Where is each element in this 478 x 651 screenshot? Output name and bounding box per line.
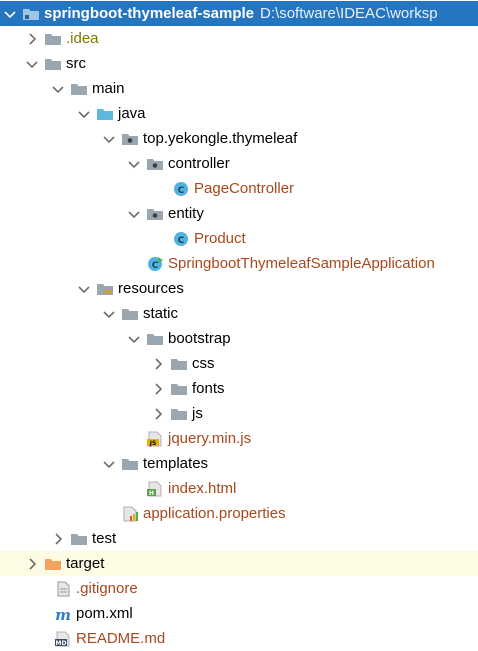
folder-icon: [146, 331, 164, 347]
tree-row-page-controller[interactable]: PageController: [0, 176, 478, 201]
chevron-right-icon[interactable]: [150, 406, 166, 422]
resources-folder-icon: [96, 281, 114, 297]
chevron-right-icon[interactable]: [50, 531, 66, 547]
properties-file-icon: [121, 506, 139, 522]
tree-row-product[interactable]: Product: [0, 226, 478, 251]
tree-row-js[interactable]: js: [0, 401, 478, 426]
tree-label: jquery.min.js: [168, 430, 252, 447]
chevron-down-icon[interactable]: [101, 131, 117, 147]
tree-label: target: [66, 555, 105, 572]
tree-row-src[interactable]: src: [0, 51, 478, 76]
chevron-down-icon[interactable]: [101, 306, 117, 322]
tree-label: .gitignore: [76, 580, 138, 597]
chevron-down-icon[interactable]: [50, 81, 66, 97]
tree-label: top.yekongle.thymeleaf: [143, 130, 298, 147]
js-file-icon: [146, 431, 164, 447]
package-icon: [121, 131, 139, 147]
tree-row-resources[interactable]: resources: [0, 276, 478, 301]
folder-icon: [121, 456, 139, 472]
tree-label: src: [66, 55, 86, 72]
maven-icon: [54, 606, 72, 622]
tree-label: SpringbootThymeleafSampleApplication: [168, 255, 435, 272]
tree-row-entity[interactable]: entity: [0, 201, 478, 226]
java-class-icon: [172, 181, 190, 197]
tree-label: README.md: [76, 630, 166, 647]
folder-icon: [70, 531, 88, 547]
tree-row-css[interactable]: css: [0, 351, 478, 376]
tree-row-java[interactable]: java: [0, 101, 478, 126]
tree-row-package[interactable]: top.yekongle.thymeleaf: [0, 126, 478, 151]
source-folder-icon: [96, 106, 114, 122]
java-class-icon: [172, 231, 190, 247]
chevron-right-icon[interactable]: [24, 31, 40, 47]
tree-label: .idea: [66, 30, 99, 47]
project-folder-icon: [22, 6, 40, 22]
tree-row-jquery[interactable]: jquery.min.js: [0, 426, 478, 451]
tree-row-index-html[interactable]: index.html: [0, 476, 478, 501]
tree-row-application-class[interactable]: SpringbootThymeleafSampleApplication: [0, 251, 478, 276]
chevron-down-icon[interactable]: [2, 6, 18, 22]
html-file-icon: [146, 481, 164, 497]
chevron-down-icon[interactable]: [101, 456, 117, 472]
tree-label: js: [192, 405, 203, 422]
tree-label: index.html: [168, 480, 237, 497]
folder-icon: [121, 306, 139, 322]
tree-label: PageController: [194, 180, 295, 197]
tree-row-fonts[interactable]: fonts: [0, 376, 478, 401]
chevron-down-icon[interactable]: [76, 281, 92, 297]
tree-label: entity: [168, 205, 204, 222]
tree-label: css: [192, 355, 215, 372]
tree-row-bootstrap[interactable]: bootstrap: [0, 326, 478, 351]
tree-label: main: [92, 80, 125, 97]
tree-row-gitignore[interactable]: .gitignore: [0, 576, 478, 601]
tree-label: java: [118, 105, 146, 122]
tree-label: static: [143, 305, 179, 322]
folder-icon: [170, 381, 188, 397]
chevron-right-icon[interactable]: [150, 381, 166, 397]
folder-icon: [170, 356, 188, 372]
tree-row-idea[interactable]: .idea: [0, 26, 478, 51]
tree-label: bootstrap: [168, 330, 231, 347]
project-name: springboot-thymeleaf-sample: [44, 5, 255, 22]
tree-row-templates[interactable]: templates: [0, 451, 478, 476]
text-file-icon: [54, 581, 72, 597]
tree-row-main[interactable]: main: [0, 76, 478, 101]
markdown-file-icon: [54, 631, 72, 647]
tree-label: templates: [143, 455, 209, 472]
folder-icon: [170, 406, 188, 422]
chevron-right-icon[interactable]: [24, 556, 40, 572]
tree-row-application-properties[interactable]: application.properties: [0, 501, 478, 526]
chevron-down-icon[interactable]: [126, 331, 142, 347]
tree-row-project-root[interactable]: springboot-thymeleaf-sample D:\software\…: [0, 1, 478, 26]
folder-icon: [44, 31, 62, 47]
chevron-down-icon[interactable]: [24, 56, 40, 72]
tree-label: test: [92, 530, 117, 547]
package-icon: [146, 156, 164, 172]
tree-label: pom.xml: [76, 605, 133, 622]
chevron-down-icon[interactable]: [126, 206, 142, 222]
tree-row-pom[interactable]: pom.xml: [0, 601, 478, 626]
chevron-down-icon[interactable]: [76, 106, 92, 122]
tree-row-controller[interactable]: controller: [0, 151, 478, 176]
tree-label: resources: [118, 280, 184, 297]
chevron-down-icon[interactable]: [126, 156, 142, 172]
package-icon: [146, 206, 164, 222]
tree-label: controller: [168, 155, 230, 172]
excluded-folder-icon: [44, 556, 62, 572]
tree-row-target[interactable]: target: [0, 551, 478, 576]
chevron-right-icon[interactable]: [150, 356, 166, 372]
tree-label: fonts: [192, 380, 225, 397]
folder-icon: [44, 56, 62, 72]
tree-label: Product: [194, 230, 246, 247]
project-path: D:\software\IDEAC\worksp: [260, 5, 438, 22]
spring-app-class-icon: [146, 256, 164, 272]
tree-label: application.properties: [143, 505, 286, 522]
tree-row-test[interactable]: test: [0, 526, 478, 551]
tree-row-readme[interactable]: README.md: [0, 626, 478, 651]
folder-icon: [70, 81, 88, 97]
tree-row-static[interactable]: static: [0, 301, 478, 326]
